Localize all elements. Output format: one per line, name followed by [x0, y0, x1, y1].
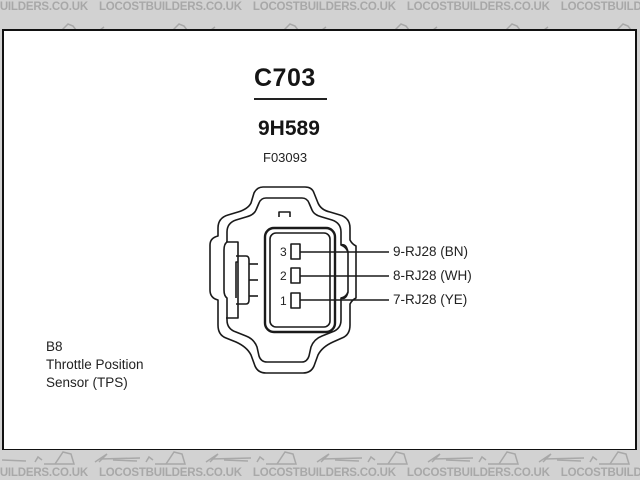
- watermark-strip-top: LOCOSTBUILDERS.CO.UK LOCOSTBUILDERS.CO.U…: [0, 0, 640, 30]
- pin-number-3: 3: [280, 245, 287, 259]
- figure-reference: F03093: [263, 150, 308, 165]
- pin-3-wire-label: 9-RJ28 (BN): [393, 244, 469, 259]
- pin-1-wire-label: 7-RJ28 (YE): [393, 292, 468, 307]
- title-underline: [254, 98, 327, 100]
- part-number: 9H589: [258, 117, 320, 140]
- component-code: B8: [46, 339, 63, 354]
- component-name-line2: Sensor (TPS): [46, 375, 128, 390]
- watermark-strip-bottom: LOCOSTBUILDERS.CO.UK LOCOSTBUILDERS.CO.U…: [0, 450, 640, 480]
- watermark-car-icon: [1, 451, 631, 465]
- component-name-line1: Throttle Position: [46, 357, 144, 372]
- pin-2-wire-label: 8-RJ28 (WH): [393, 268, 472, 283]
- pin-number-2: 2: [280, 269, 287, 283]
- watermark-text: LOCOSTBUILDERS.CO.UK LOCOSTBUILDERS.CO.U…: [0, 1, 640, 13]
- pin-number-1: 1: [280, 294, 287, 308]
- component-description: B8 Throttle Position Sensor (TPS): [46, 338, 144, 392]
- watermark-text: LOCOSTBUILDERS.CO.UK LOCOSTBUILDERS.CO.U…: [0, 467, 640, 479]
- connector-id: C703: [254, 64, 316, 92]
